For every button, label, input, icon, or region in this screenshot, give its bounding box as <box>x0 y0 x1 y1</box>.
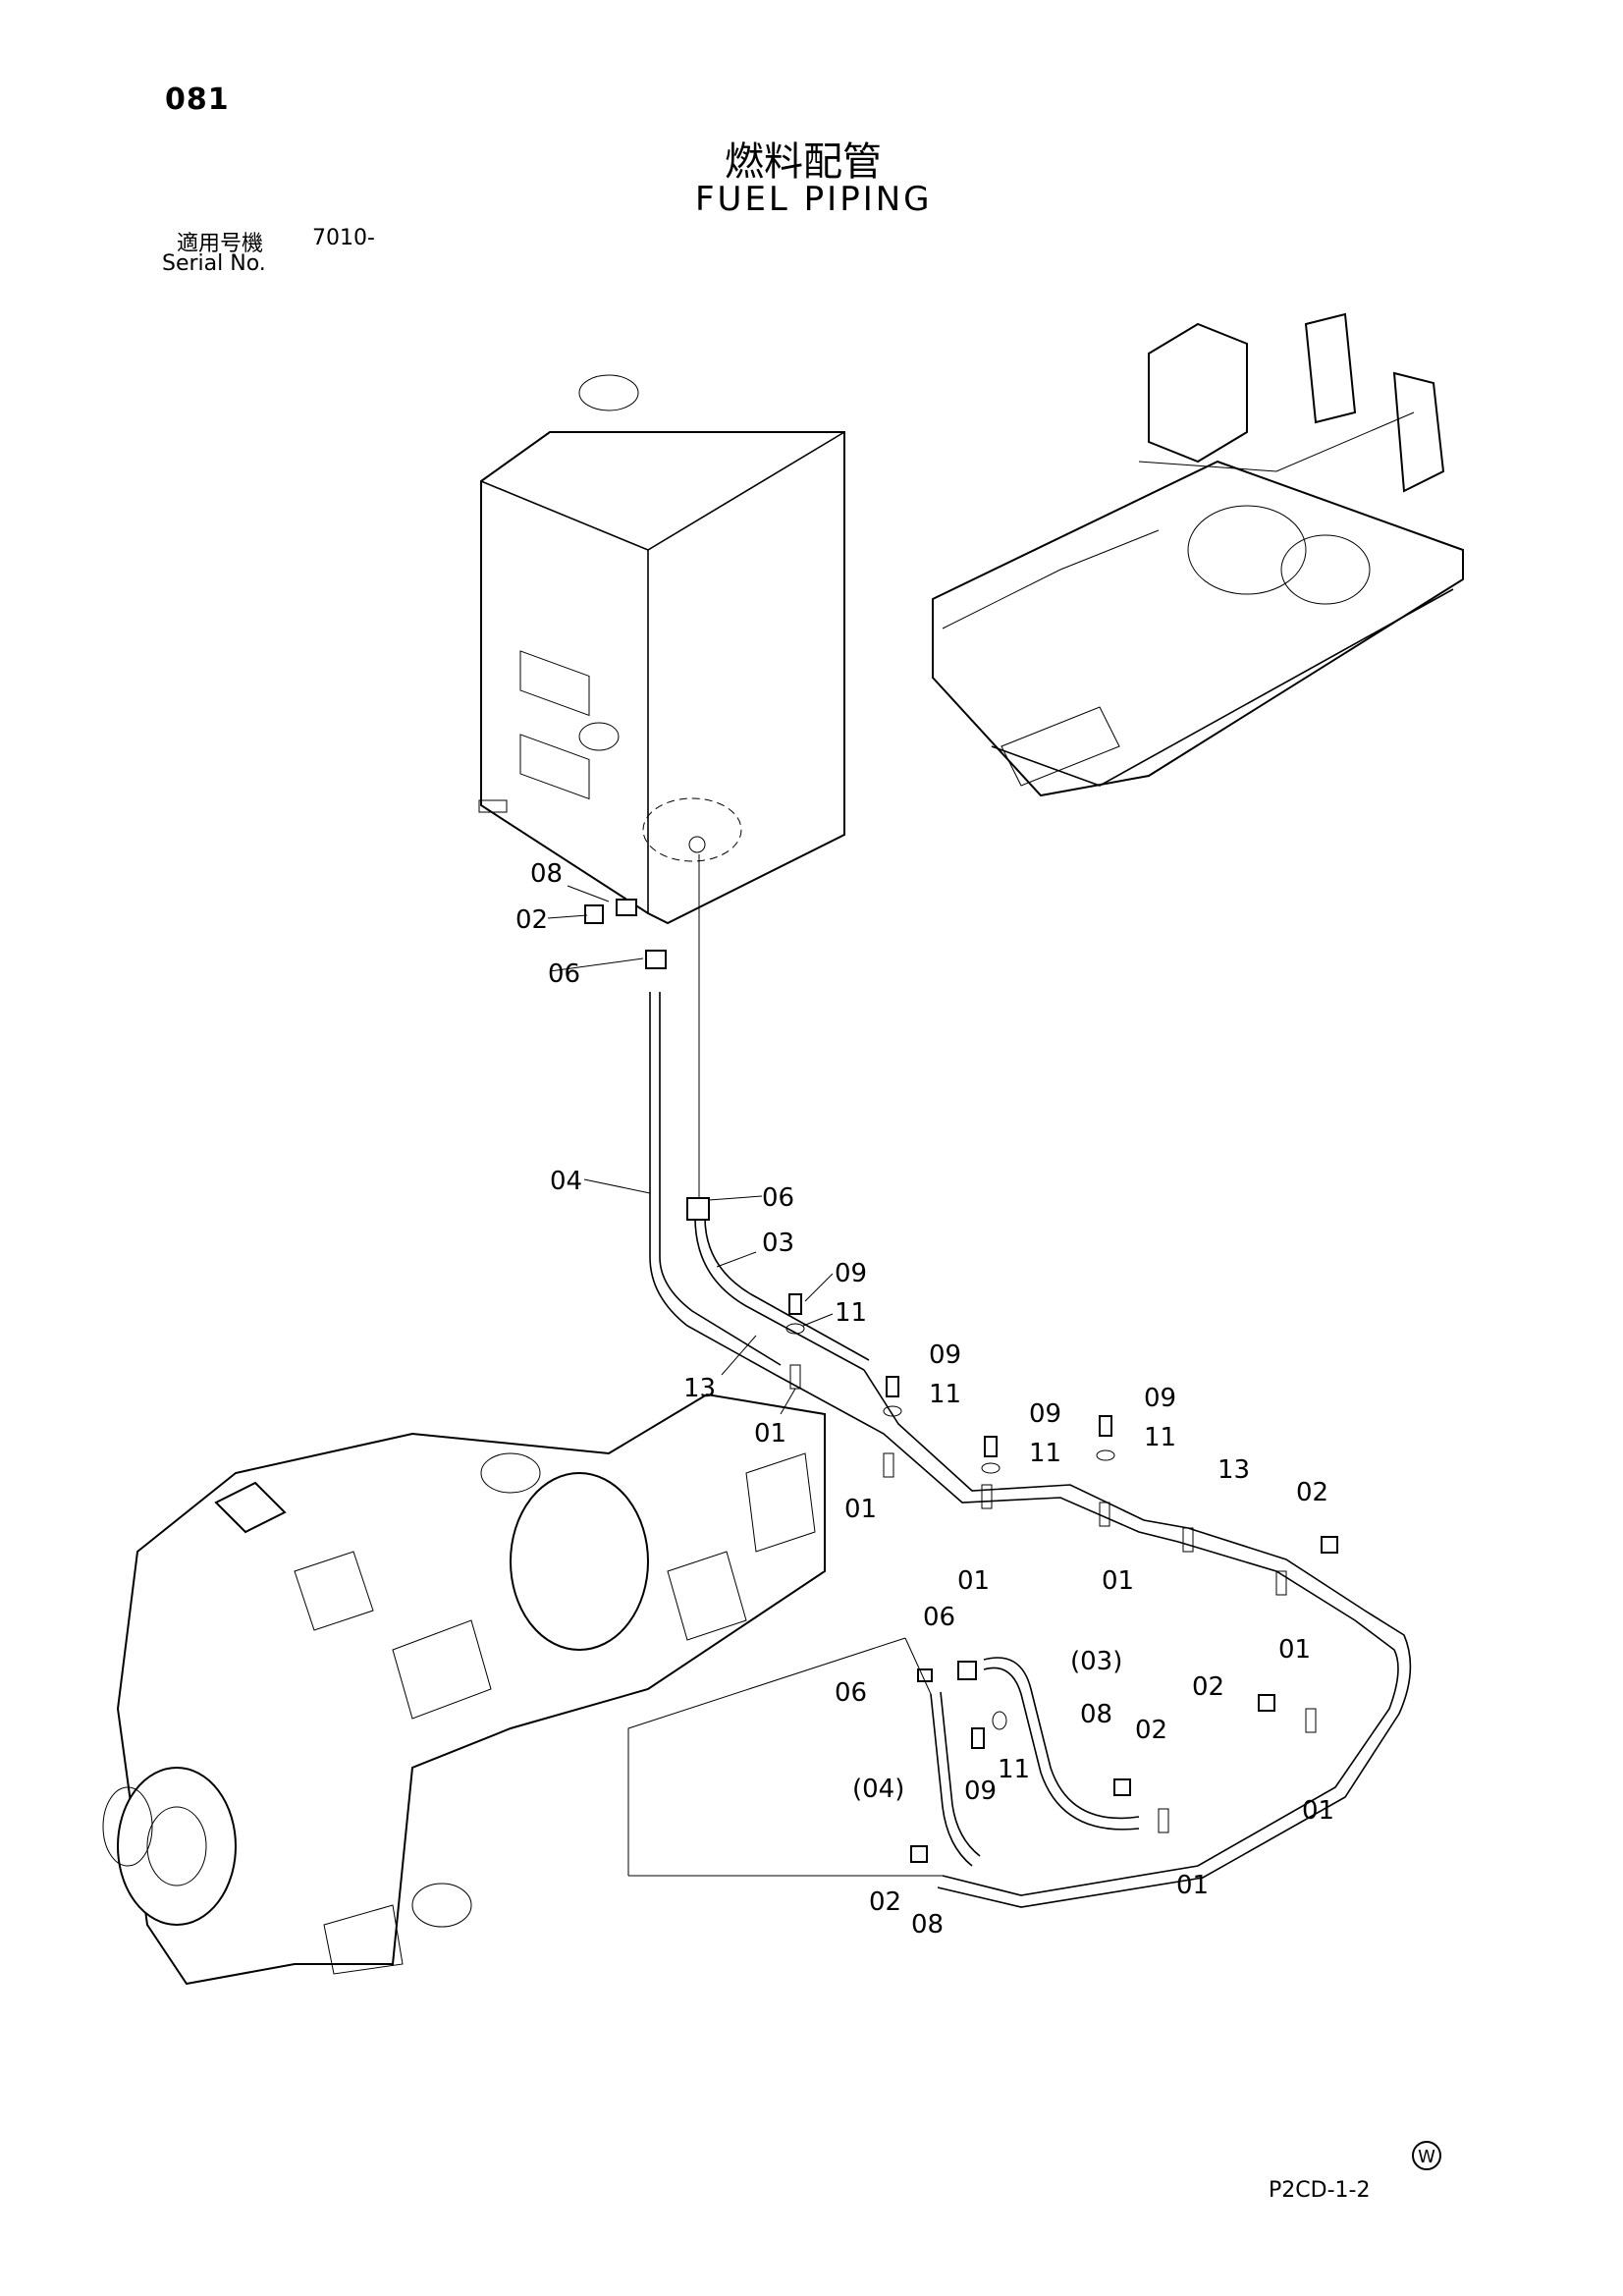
callout-13: 13 <box>683 1374 716 1403</box>
callout-11: 11 <box>998 1755 1030 1784</box>
engine-assembly <box>102 1393 826 1986</box>
callout-08: 08 <box>1080 1700 1112 1729</box>
callout-01: 01 <box>844 1495 877 1524</box>
leader-lines <box>547 885 834 1415</box>
callout-03: 03 <box>762 1229 794 1258</box>
callout-01: 01 <box>754 1419 786 1449</box>
callout-06: 06 <box>835 1678 867 1708</box>
callout-06: 06 <box>923 1603 955 1632</box>
callout-02: 02 <box>515 905 548 935</box>
drawing-code: P2CD-1-2 <box>1269 2178 1371 2203</box>
callout-09: 09 <box>1144 1384 1176 1413</box>
callout-04-ref: (04) <box>852 1775 904 1804</box>
callout-09: 09 <box>964 1777 997 1806</box>
callout-01: 01 <box>1302 1796 1334 1826</box>
callout-01: 01 <box>1176 1871 1209 1900</box>
callout-01: 01 <box>957 1566 990 1596</box>
callout-01: 01 <box>1102 1566 1134 1596</box>
fuel-tank <box>478 374 845 925</box>
callout-11: 11 <box>1029 1439 1061 1468</box>
w-mark: W <box>1412 2141 1441 2170</box>
fuel-lines <box>584 854 1412 1908</box>
callout-09: 09 <box>929 1340 961 1370</box>
callout-08: 08 <box>530 859 563 889</box>
page-number: 081 <box>165 82 230 117</box>
callout-08: 08 <box>911 1910 944 1940</box>
callout-11: 11 <box>1144 1423 1176 1452</box>
callout-06: 06 <box>548 959 580 989</box>
callout-02: 02 <box>869 1887 901 1917</box>
callout-11: 11 <box>835 1298 867 1328</box>
callout-01: 01 <box>1278 1635 1311 1665</box>
serial-label-japanese: 適用号機 <box>177 232 264 256</box>
callout-02: 02 <box>1192 1672 1224 1702</box>
serial-label-english: Serial No. <box>162 251 266 276</box>
title-japanese: 燃料配管 <box>725 139 882 185</box>
upper-frame-assembly <box>932 312 1464 797</box>
title-english: FUEL PIPING <box>695 180 933 219</box>
callout-03-ref: (03) <box>1070 1647 1122 1676</box>
serial-value: 7010- <box>312 226 375 250</box>
callout-13: 13 <box>1217 1455 1250 1485</box>
callout-11: 11 <box>929 1380 961 1409</box>
callout-06: 06 <box>762 1183 794 1213</box>
callout-02: 02 <box>1296 1478 1328 1507</box>
callout-09: 09 <box>1029 1399 1061 1429</box>
callout-02: 02 <box>1135 1716 1167 1745</box>
callout-04: 04 <box>550 1167 582 1196</box>
callout-09: 09 <box>835 1259 867 1288</box>
